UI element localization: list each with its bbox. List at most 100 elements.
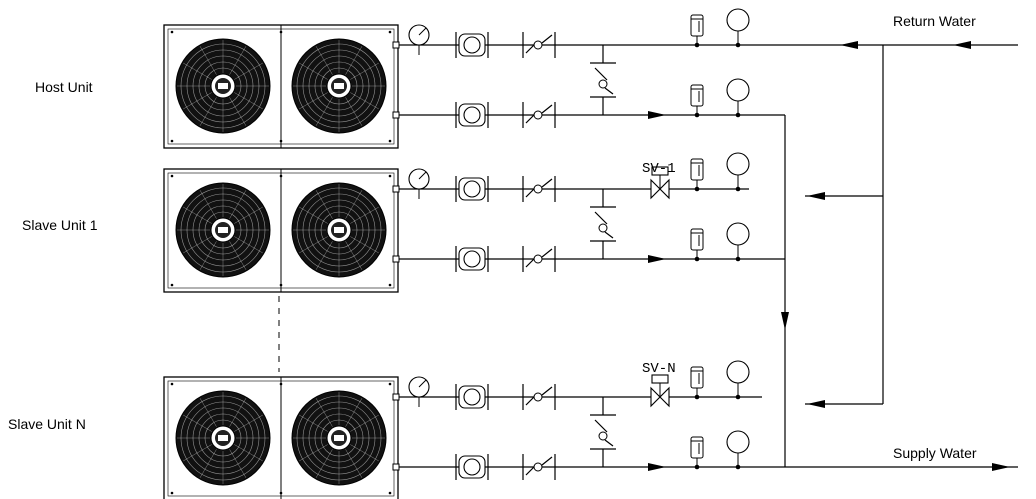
flow-arrow-right — [648, 463, 666, 471]
fan-spoke — [183, 444, 212, 462]
flow-switch-icon — [690, 366, 704, 400]
unit-screw — [279, 491, 283, 495]
fan-spoke — [183, 62, 212, 80]
unit-screw — [170, 382, 174, 386]
fan-icon — [291, 38, 387, 134]
fan-icon — [291, 390, 387, 486]
flow-arrow-right — [648, 255, 666, 263]
pressure-gauge-icon — [726, 152, 750, 192]
slave-unit-n-label: Slave Unit N — [8, 416, 86, 432]
bypass-disc — [594, 67, 608, 81]
pump-impeller — [463, 388, 481, 406]
fan-spoke — [234, 414, 263, 432]
flow-switch-icon — [690, 158, 704, 192]
fan-spoke — [345, 46, 363, 75]
sensor-tap — [694, 256, 700, 262]
gauge-face — [726, 152, 750, 176]
unit-port — [392, 185, 400, 193]
unit-screw — [388, 491, 392, 495]
fan-spoke — [350, 444, 379, 462]
unit-port — [392, 463, 400, 471]
gauge-tap — [735, 394, 741, 400]
unit-screw — [170, 174, 174, 178]
gauge-face — [726, 430, 750, 454]
fan-spoke — [199, 190, 217, 219]
fan-spoke — [345, 449, 363, 478]
check-valve-icon — [522, 32, 556, 58]
pressure-gauge-icon — [726, 78, 750, 118]
pump-impeller — [463, 250, 481, 268]
fan-spoke — [315, 97, 333, 126]
fan-spoke — [299, 206, 328, 224]
check-valve-icon — [522, 454, 556, 480]
unit-screw — [388, 30, 392, 34]
fan-spoke — [299, 444, 328, 462]
fan-hub-label — [218, 227, 228, 233]
flow-arrow-left — [953, 41, 971, 49]
pump-icon — [455, 246, 489, 272]
flow-switch-icon — [690, 84, 704, 118]
pump-impeller — [463, 180, 481, 198]
gauge-needle — [418, 171, 427, 180]
pump-impeller — [463, 458, 481, 476]
fan-spoke — [315, 449, 333, 478]
pump-icon — [455, 176, 489, 202]
sensor-body — [690, 84, 704, 107]
fan-spoke — [345, 241, 363, 270]
valve-hinge — [533, 462, 543, 472]
unit-row — [163, 152, 750, 293]
fan-spoke — [299, 236, 328, 254]
fan-hub-label — [218, 83, 228, 89]
fan-spoke — [229, 190, 247, 219]
fan-hub-label — [218, 435, 228, 441]
fan-spoke — [234, 62, 263, 80]
flow-switch-icon — [690, 228, 704, 262]
fan-spoke — [229, 449, 247, 478]
fan-spoke — [199, 398, 217, 427]
fan-spoke — [345, 398, 363, 427]
fan-spoke — [199, 241, 217, 270]
gauge-tap — [735, 256, 741, 262]
fan-spoke — [234, 92, 263, 110]
fan-spoke — [234, 444, 263, 462]
flow-arrow-left — [840, 41, 858, 49]
unit-port — [392, 41, 400, 49]
unit-port — [392, 255, 400, 263]
fan-spoke — [350, 206, 379, 224]
fan-spoke — [299, 414, 328, 432]
gauge-face — [726, 222, 750, 246]
supply-water-label: Supply Water — [893, 445, 977, 461]
pressure-gauge-icon — [726, 222, 750, 262]
heat-pump-unit — [163, 24, 399, 149]
bypass-disc — [594, 419, 608, 433]
gauge-tap — [735, 42, 741, 48]
fan-spoke — [229, 241, 247, 270]
gauge-needle — [418, 27, 427, 36]
fan-spoke — [199, 449, 217, 478]
valve-disc — [541, 178, 553, 188]
flow-arrow-left — [807, 400, 825, 408]
sensor-tap — [694, 186, 700, 192]
fan-hub-label — [334, 227, 344, 233]
return-water-label: Return Water — [893, 13, 976, 29]
fan-spoke — [345, 190, 363, 219]
flow-arrow-left — [807, 192, 825, 200]
slave-unit-1-label: Slave Unit 1 — [22, 217, 98, 233]
unit-screw — [388, 382, 392, 386]
fan-spoke — [299, 62, 328, 80]
solenoid-valve-icon — [650, 166, 670, 200]
unit-screw — [388, 139, 392, 143]
static-layer — [163, 8, 1018, 499]
pressure-gauge-icon — [726, 8, 750, 48]
fan-spoke — [183, 206, 212, 224]
check-valve-icon — [522, 384, 556, 410]
sensor-body — [690, 436, 704, 459]
valve-hinge — [533, 110, 543, 120]
unit-screw — [170, 30, 174, 34]
check-valve-icon — [522, 102, 556, 128]
bypass-hinge — [598, 431, 608, 441]
sensor-body — [690, 366, 704, 389]
valve-disc — [541, 34, 553, 44]
fan-spoke — [183, 92, 212, 110]
sensor-body — [690, 158, 704, 181]
